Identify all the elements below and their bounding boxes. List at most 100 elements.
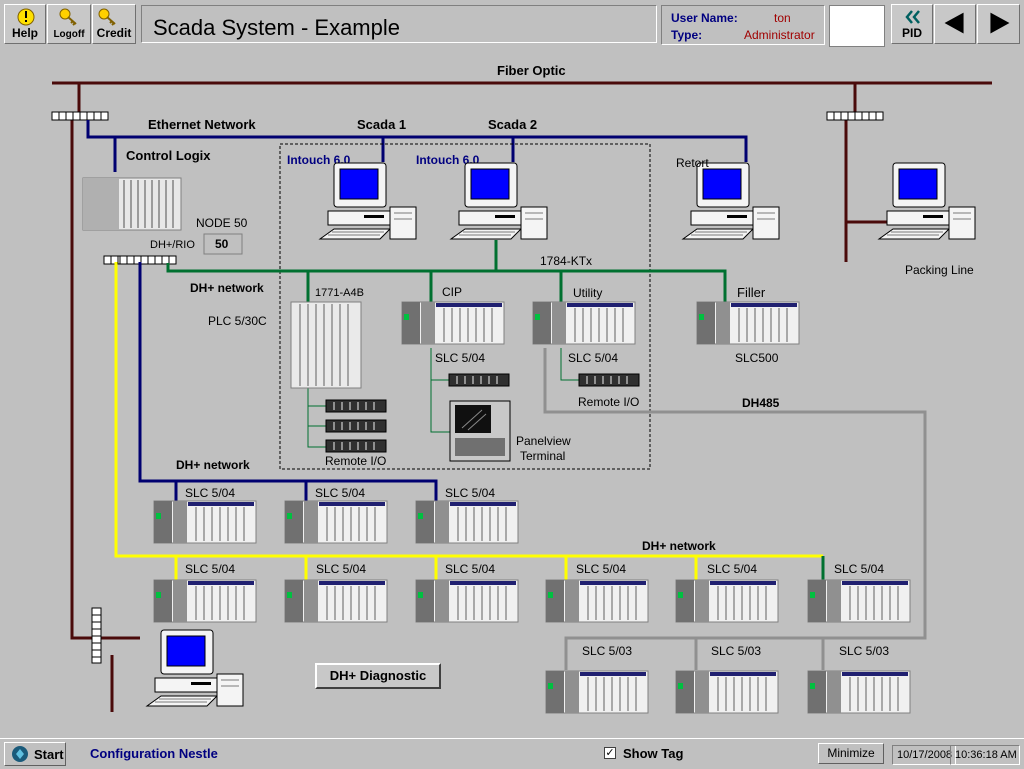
plc-remote-io-3 — [325, 439, 387, 453]
plc-remote-io-2 — [325, 419, 387, 433]
help-button[interactable]: Help — [4, 4, 46, 44]
user-type-value: Administrator — [744, 28, 815, 42]
date-display: 10/17/2008 — [892, 745, 956, 765]
ethernet-network-label: Ethernet Network — [148, 117, 256, 132]
show-tag-label: Show Tag — [623, 746, 684, 761]
logoff-button[interactable]: Logoff — [47, 4, 91, 44]
triangle-right-icon — [989, 12, 1009, 34]
fiber-computer — [146, 629, 244, 707]
dh-plus-navy-line — [138, 262, 438, 501]
utility-slc-rack — [532, 301, 636, 345]
scada1-computer — [319, 162, 417, 240]
a4b-label: 1771-A4B — [315, 287, 364, 299]
fiber-optic-line — [52, 81, 992, 712]
top-toolbar: Help Logoff Credit Scada System - Exampl… — [0, 0, 1024, 48]
row3-slc-label: SLC 5/03 — [839, 644, 889, 658]
dh485-line — [543, 348, 927, 670]
help-label: Help — [11, 26, 38, 40]
scada1-label: Scada 1 — [357, 117, 406, 132]
time-display: 10:36:18 AM — [950, 745, 1020, 765]
back-button[interactable] — [934, 4, 976, 44]
pid-label: PID — [901, 26, 922, 40]
plc5-chassis — [290, 301, 362, 389]
dh-network-label-1: DH+ network — [190, 281, 264, 295]
remote-io-label-2: Remote I/O — [325, 454, 386, 468]
logoff-label: Logoff — [53, 29, 85, 40]
filler-label: Filler — [737, 285, 766, 300]
triangle-left-icon — [944, 12, 964, 34]
filler-slc-rack — [696, 301, 800, 345]
minimize-button[interactable]: Minimize — [818, 743, 884, 764]
start-icon — [12, 746, 28, 762]
panelview-label-1: Panelview — [516, 434, 571, 448]
row3-slc-rack — [545, 670, 649, 714]
user-name-key: User Name: — [671, 11, 738, 25]
key-icon — [98, 8, 116, 26]
title-panel: Scada System - Example — [141, 5, 657, 43]
packing-line-label: Packing Line — [905, 263, 974, 277]
dh-plus-green-line — [166, 240, 727, 302]
row3-slc-rack — [675, 670, 779, 714]
dh-network-label-3: DH+ network — [642, 539, 716, 553]
row1-slc-rack — [415, 500, 519, 544]
ethernet-line — [86, 120, 748, 172]
plc-remote-io-1 — [325, 399, 387, 413]
row2-slc-rack — [807, 579, 911, 623]
user-info-panel: User Name: ton Type: Administrator — [661, 5, 825, 45]
ktx-label: 1784-KTx — [540, 254, 592, 268]
utility-remote-io — [578, 373, 640, 387]
slc500-label: SLC500 — [735, 351, 779, 365]
dh-rio-label: DH+/RIO — [150, 239, 195, 251]
local-io-wires — [307, 348, 580, 448]
dh-diagnostic-button[interactable]: DH+ Diagnostic — [315, 663, 441, 689]
double-chevron-left-icon — [905, 10, 920, 24]
utility-label: Utility — [573, 286, 602, 300]
intouch2-label: Intouch 6.0 — [416, 153, 480, 167]
row2-slc-rack — [153, 579, 257, 623]
user-name-value: ton — [774, 11, 791, 25]
control-logix-rack — [82, 177, 182, 231]
plc-label: PLC 5/30C — [208, 314, 267, 328]
start-button[interactable]: Start — [4, 742, 66, 766]
cip-label: CIP — [442, 285, 462, 299]
row3-slc-label: SLC 5/03 — [582, 644, 632, 658]
panelview-label-2: Terminal — [520, 449, 565, 463]
row1-slc-rack — [284, 500, 388, 544]
scada-area-box — [279, 143, 651, 470]
row3-slc-label: SLC 5/03 — [711, 644, 761, 658]
fiber-tap-right — [826, 111, 884, 121]
scada2-label: Scada 2 — [488, 117, 537, 132]
retort-computer — [682, 162, 780, 240]
credit-label: Credit — [96, 26, 132, 40]
cip-slc-label: SLC 5/04 — [435, 351, 485, 365]
start-label: Start — [34, 747, 64, 762]
pid-button[interactable]: PID — [891, 4, 933, 44]
node-value: 50 — [215, 237, 229, 251]
node-value-box — [203, 233, 243, 255]
remote-io-label-1: Remote I/O — [578, 395, 639, 409]
show-tag-checkbox[interactable]: ✓ — [604, 747, 616, 759]
cip-slc-rack — [401, 301, 505, 345]
user-type-key: Type: — [671, 28, 703, 42]
forward-button[interactable] — [977, 4, 1020, 44]
row2-slc-label: SLC 5/04 — [707, 562, 757, 576]
dh-network-label-2: DH+ network — [176, 458, 250, 472]
dh485-label: DH485 — [742, 396, 780, 410]
row1-slc-label: SLC 5/04 — [445, 486, 495, 500]
cip-remote-io — [448, 373, 510, 387]
row2-slc-rack — [284, 579, 388, 623]
row2-slc-label: SLC 5/04 — [834, 562, 884, 576]
configuration-label: Configuration Nestle — [90, 746, 218, 761]
fiber-optic-label: Fiber Optic — [497, 63, 566, 78]
node-label: NODE 50 — [196, 216, 248, 230]
row1-slc-label: SLC 5/04 — [185, 486, 235, 500]
row2-slc-label: SLC 5/04 — [445, 562, 495, 576]
row1-slc-label: SLC 5/04 — [315, 486, 365, 500]
dh-plus-yellow-line — [114, 262, 823, 580]
credit-button[interactable]: Credit — [92, 4, 136, 44]
row2-slc-label: SLC 5/04 — [316, 562, 366, 576]
blank-indicator-box — [829, 5, 885, 47]
panelview-terminal — [449, 400, 511, 462]
page-title: Scada System - Example — [153, 15, 400, 40]
utility-slc-label: SLC 5/04 — [568, 351, 618, 365]
